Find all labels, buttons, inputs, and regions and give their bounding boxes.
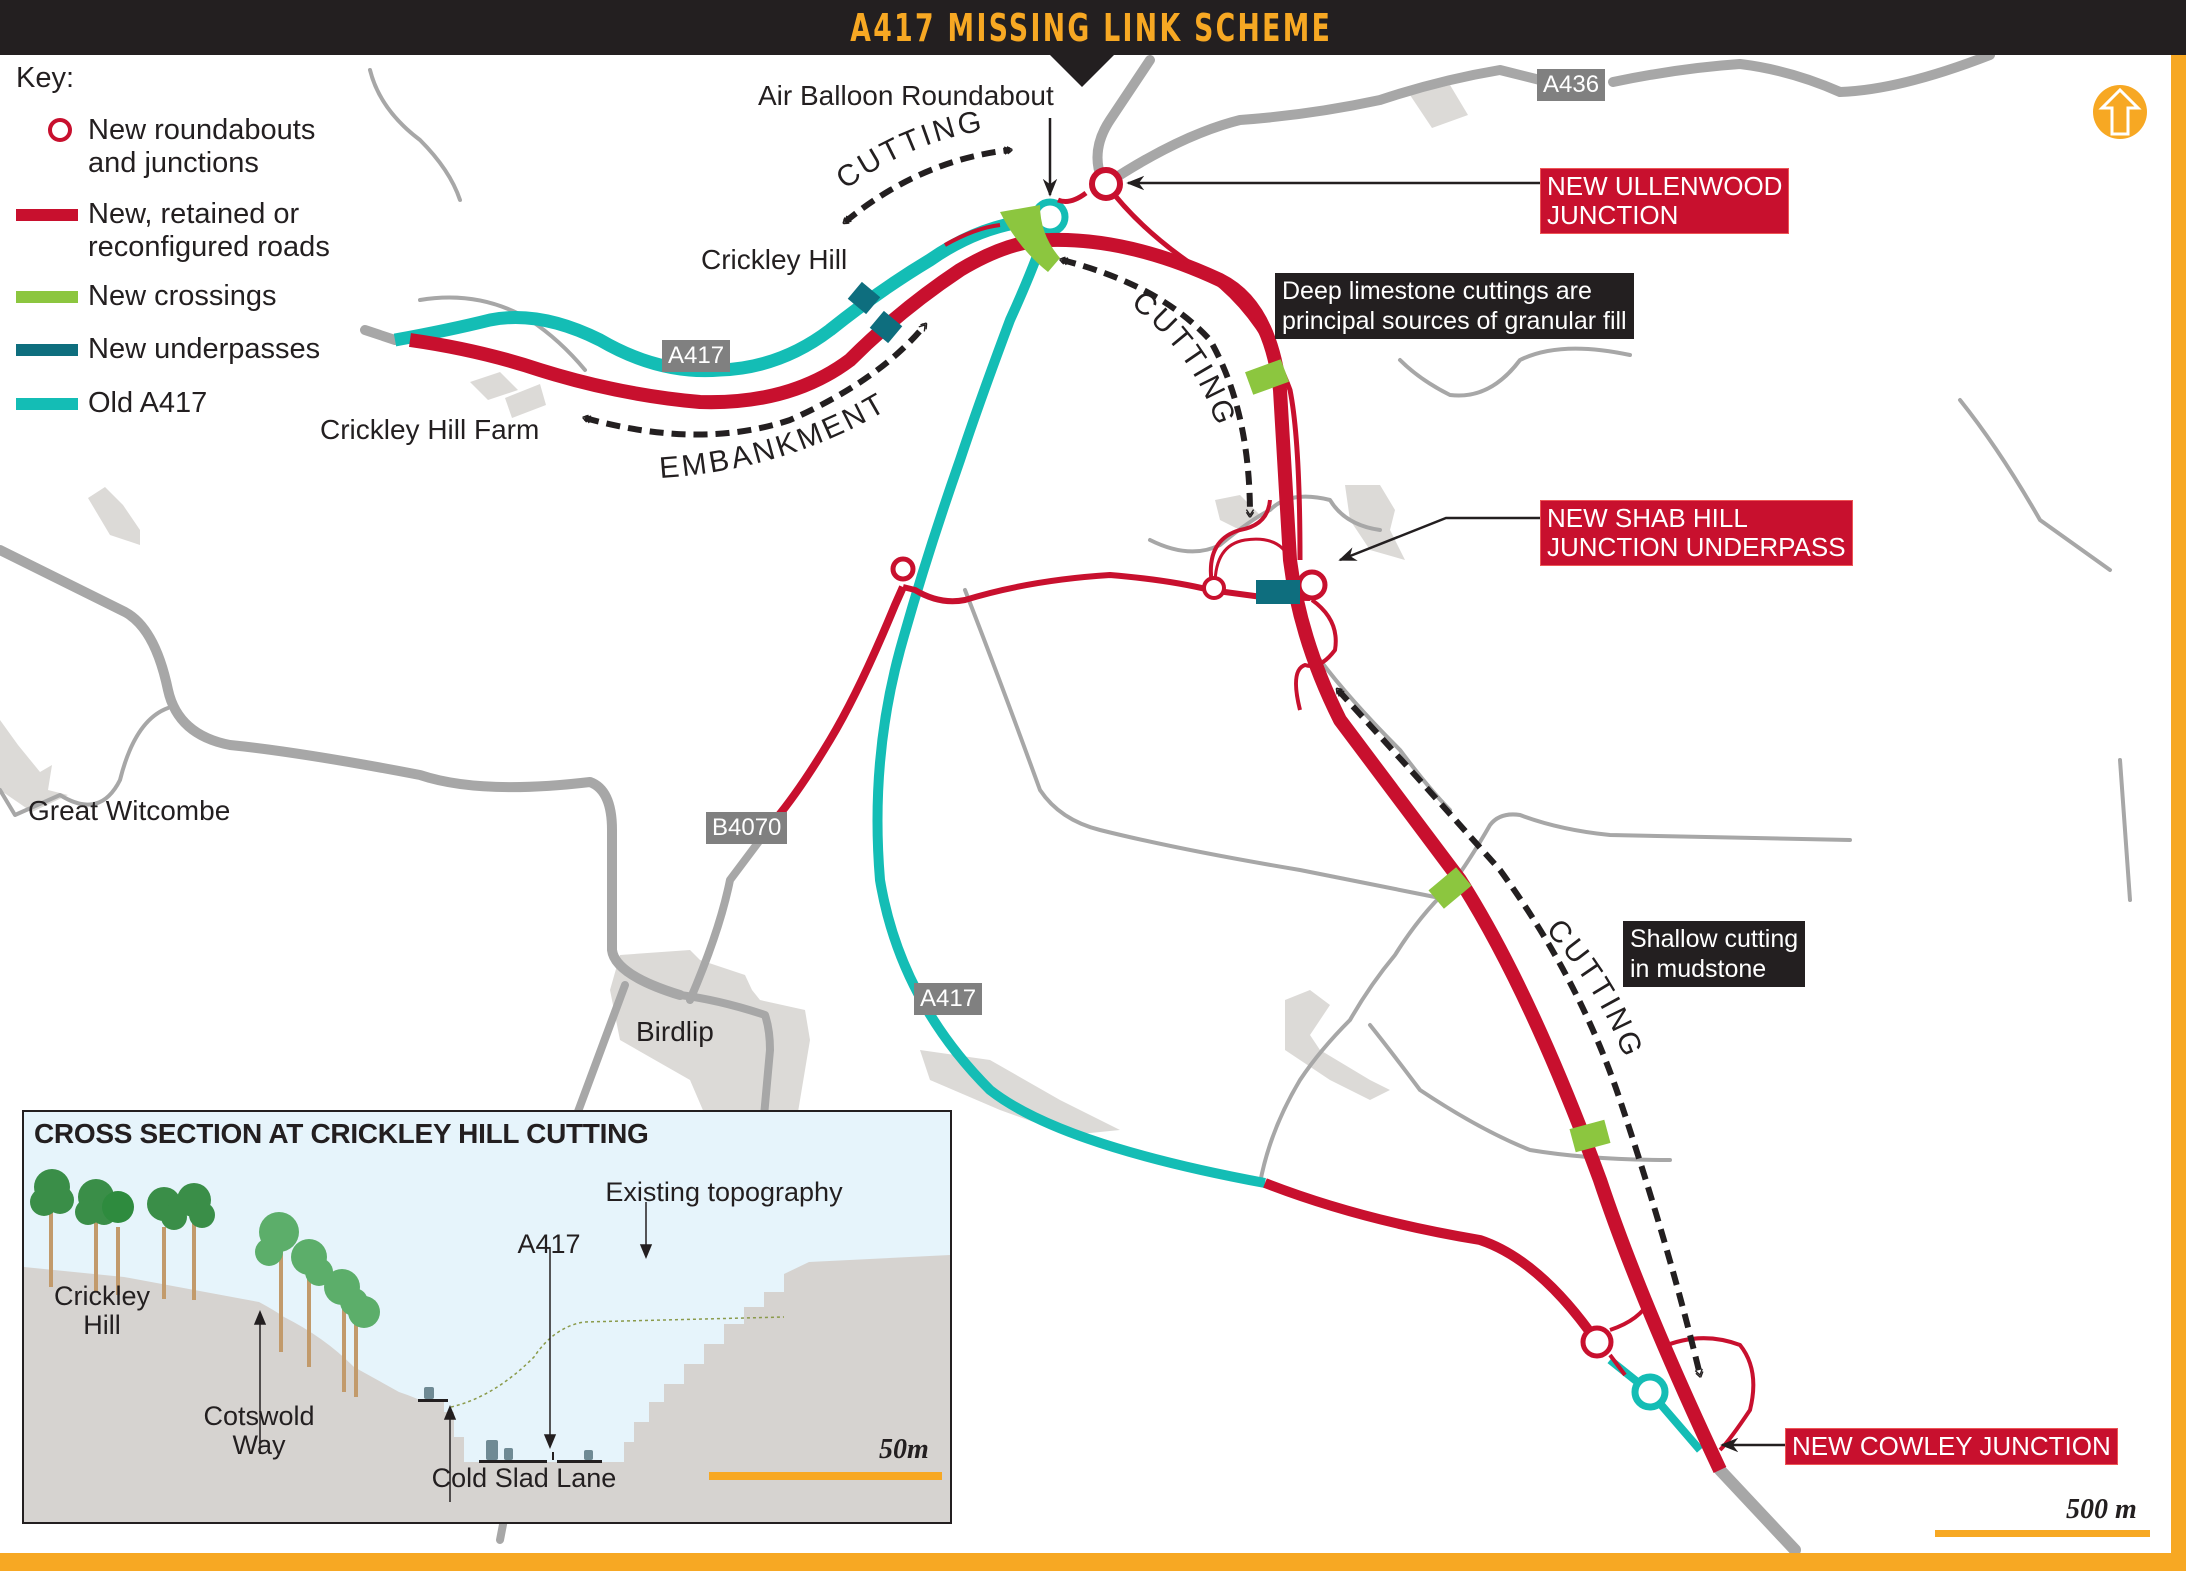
cross-section-inset: CROSS SECTION AT CRICKLEY HILL CUTTING C… bbox=[22, 1110, 952, 1524]
map-scale-label: 500 m bbox=[2066, 1494, 2137, 1525]
place-great-witcombe: Great Witcombe bbox=[28, 795, 231, 826]
road-shield-a436: A436 bbox=[1537, 69, 1606, 101]
road-shield-b4070: B4070 bbox=[706, 812, 788, 844]
map-scale-bar bbox=[1935, 1530, 2150, 1537]
inset-label-cold-slad-lane: Cold Slad Lane bbox=[431, 1463, 617, 1493]
earthwork-arrows bbox=[585, 150, 1700, 1375]
dark-teal-bar-icon bbox=[16, 344, 78, 356]
key-label: New underpasses bbox=[88, 333, 321, 365]
key-title: Key: bbox=[16, 62, 75, 94]
inset-label-existing-topography: Existing topography bbox=[605, 1177, 843, 1207]
red-line-icon bbox=[16, 209, 78, 221]
callout-shab-hill-underpass: NEW SHAB HILL JUNCTION UNDERPASS bbox=[1540, 500, 1853, 566]
inset-scale-label: 50m bbox=[879, 1434, 929, 1465]
road-shield-a417-lower: A417 bbox=[914, 983, 983, 1015]
leader-lines bbox=[1042, 118, 1785, 1453]
callout-ullenwood-junction: NEW ULLENWOOD JUNCTION bbox=[1540, 168, 1790, 234]
place-birdlip: Birdlip bbox=[636, 1016, 714, 1047]
road-shield-a417-upper: A417 bbox=[662, 340, 731, 372]
north-arrow-icon bbox=[2092, 84, 2148, 140]
frame-border-right bbox=[2171, 55, 2186, 1571]
tree-icons bbox=[30, 1169, 380, 1397]
frame-border-bottom bbox=[0, 1553, 2186, 1571]
teal-line-icon bbox=[16, 398, 78, 410]
key-label: New crossings bbox=[88, 280, 277, 312]
callout-deep-limestone: Deep limestone cuttings are principal so… bbox=[1275, 273, 1634, 339]
title-banner bbox=[0, 0, 2186, 55]
place-crickley-hill: Crickley Hill bbox=[701, 244, 848, 275]
cross-section-graphic bbox=[24, 1169, 950, 1522]
callout-cowley-junction: NEW COWLEY JUNCTION bbox=[1785, 1428, 2118, 1465]
place-air-balloon-roundabout: Air Balloon Roundabout bbox=[758, 80, 1054, 111]
new-underpasses bbox=[847, 281, 1300, 604]
callout-shallow-cutting: Shallow cutting in mudstone bbox=[1623, 921, 1806, 987]
title-pointer bbox=[1050, 55, 1114, 87]
inset-title: CROSS SECTION AT CRICKLEY HILL CUTTING bbox=[34, 1118, 649, 1149]
place-crickley-hill-farm: Crickley Hill Farm bbox=[320, 414, 540, 445]
key-label: Old A417 bbox=[88, 387, 208, 419]
page-title: A417 MISSING LINK SCHEME bbox=[850, 6, 1333, 50]
inset-label-cotswold-way: Cotswold Way bbox=[203, 1401, 315, 1460]
key-label: New roundabouts and junctions bbox=[88, 114, 316, 179]
green-bar-icon bbox=[16, 291, 78, 303]
inset-scale-bar bbox=[709, 1472, 942, 1480]
cutting-label-2: CUTTING bbox=[1126, 285, 1243, 431]
inset-label-crickley-hill: Crickley Hill bbox=[53, 1281, 150, 1340]
key-label: New, retained or reconfigured roads bbox=[88, 198, 330, 263]
red-ring-icon bbox=[48, 118, 72, 142]
inset-label-a417: A417 bbox=[517, 1229, 581, 1259]
